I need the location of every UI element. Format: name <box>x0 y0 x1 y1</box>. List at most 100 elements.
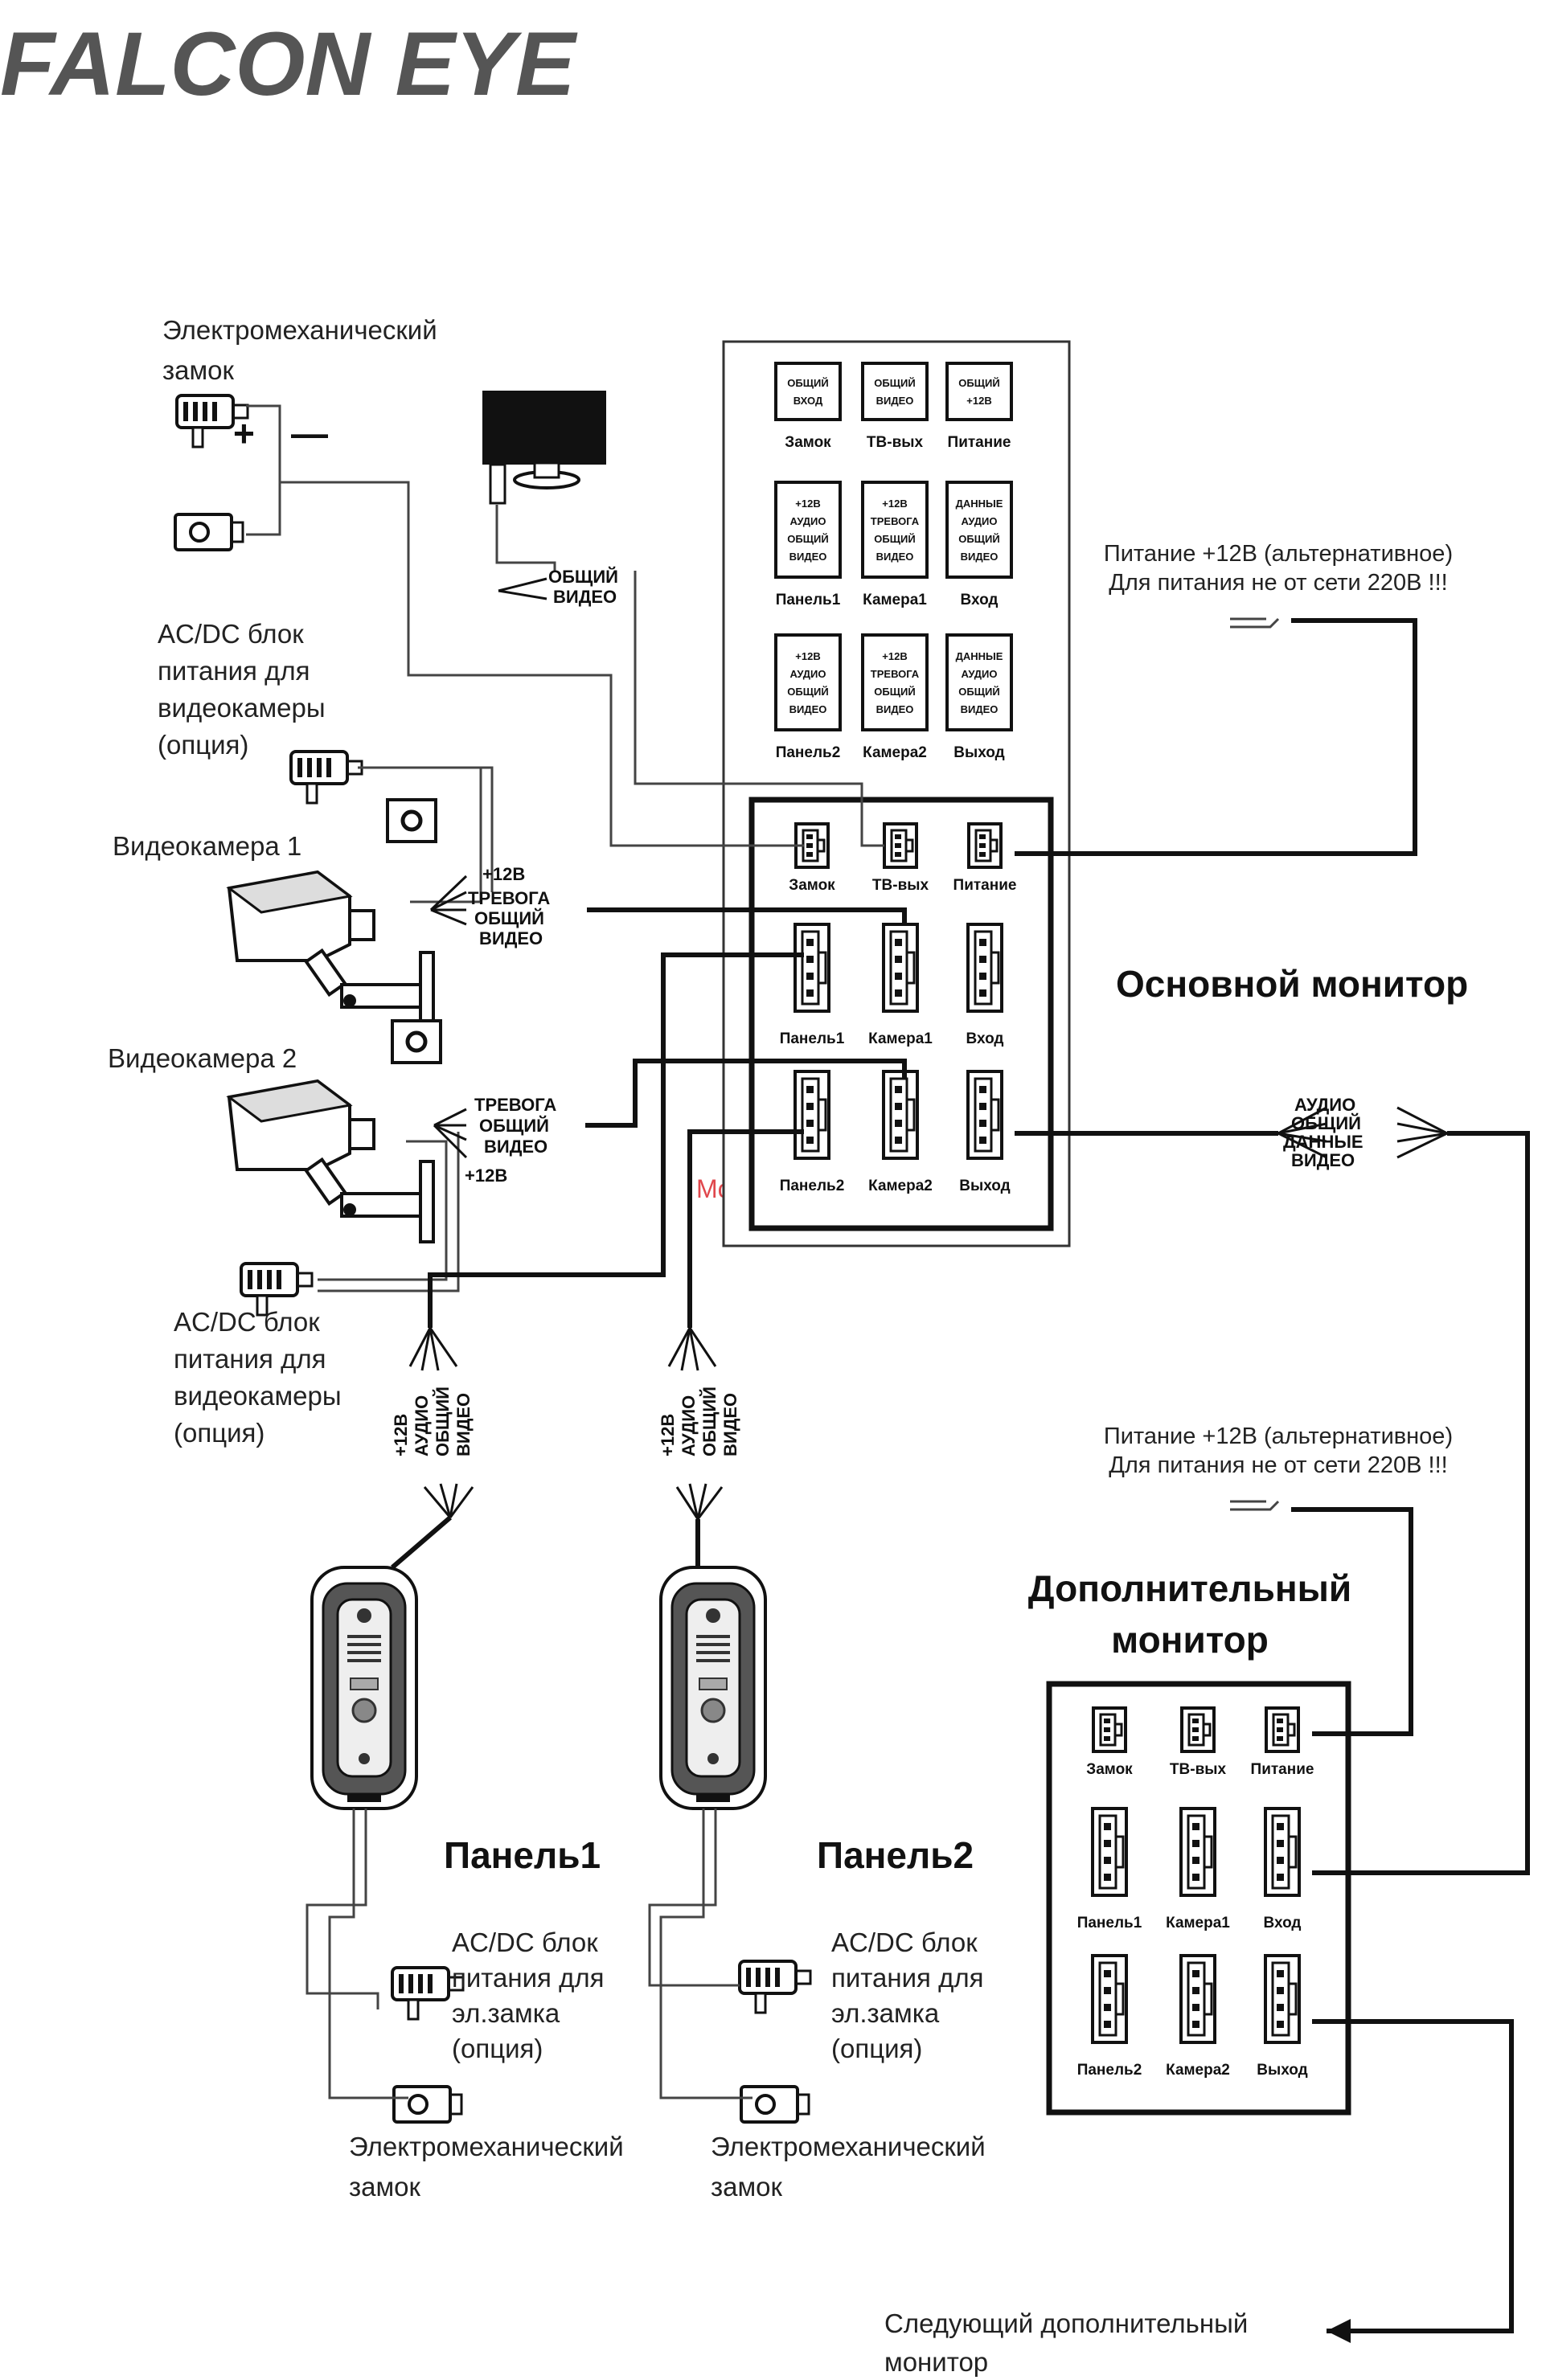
panel1-lock-psu-label: AC/DC блок <box>452 1927 598 1957</box>
main-monitor-port-label: Панель1 <box>780 1030 845 1047</box>
svg-text:+12В: +12В <box>391 1414 411 1456</box>
pin-legend-pin: ТРЕВОГА <box>871 668 920 680</box>
svg-text:ОБЩИЙ: ОБЩИЙ <box>548 567 618 587</box>
svg-text:АУДИО: АУДИО <box>412 1395 432 1456</box>
main-monitor-port-label: Камера1 <box>868 1030 933 1047</box>
tv-monitor-icon <box>482 391 606 505</box>
svg-text:ВИДЕО: ВИДЕО <box>1291 1150 1355 1170</box>
pin-legend-box <box>861 481 929 579</box>
extra-monitor-port-label: Панель1 <box>1077 1915 1142 1931</box>
svg-text:ВИДЕО: ВИДЕО <box>479 928 543 948</box>
extra-monitor-port <box>1092 1706 1127 1753</box>
pin-legend-box <box>774 362 842 421</box>
svg-text:+12В: +12В <box>482 864 525 884</box>
svg-text:ТРЕВОГА: ТРЕВОГА <box>474 1095 556 1115</box>
main-monitor-connector-frame <box>748 797 1054 1231</box>
panel1-lock-psu-label: питания для <box>452 1963 604 1993</box>
pin-legend-pin: ОБЩИЙ <box>958 377 999 389</box>
pin-legend-pin: ОБЩИЙ <box>874 377 915 389</box>
camera1-icon <box>228 870 435 1034</box>
svg-text:АУДИО: АУДИО <box>1294 1095 1355 1115</box>
panel1-lock-icon <box>392 2085 463 2124</box>
lock-top-icon <box>174 513 244 551</box>
extra-monitor-port <box>1179 1807 1216 1897</box>
main-monitor-port <box>882 923 919 1013</box>
pin-legend-pin: ВИДЕО <box>789 703 827 715</box>
brand-logo: FALCON EYE <box>0 14 578 114</box>
pin-legend-pin: ВИДЕО <box>789 551 827 563</box>
extra-monitor-port-label: ТВ-вых <box>1170 1761 1227 1778</box>
panel2-lock-psu-label: AC/DC блок <box>831 1927 978 1957</box>
panel2-icon <box>659 1566 767 1810</box>
panel2-lock-icon <box>740 2085 810 2124</box>
panel1-title: Панель1 <box>444 1834 601 1876</box>
pin-legend-box <box>945 481 1013 579</box>
svg-text:ОБЩИЙ: ОБЩИЙ <box>699 1387 720 1456</box>
panel2-title: Панель2 <box>817 1834 974 1876</box>
alt-power-label: Питание +12В (альтернативное) <box>1104 1423 1453 1449</box>
panel1-icon <box>310 1566 418 1810</box>
wire-labels: + — ОБЩИЙ ВИДЕО +12В ТРЕВОГА ОБЩИЙ ВИДЕО… <box>233 412 1364 1456</box>
pin-legend-pin: ВИДЕО <box>961 551 999 563</box>
panel1-lock-label: Электромеханический <box>349 2132 624 2161</box>
pin-legend-name: Вход <box>961 592 999 608</box>
panel2-lock-psu-label: эл.замка <box>831 1998 940 2028</box>
extra-monitor-port-label: Замок <box>1086 1761 1133 1778</box>
pin-legend-pin: ВИДЕО <box>876 395 914 407</box>
svg-text:+12В: +12В <box>465 1165 507 1186</box>
extra-monitor-connector-frame <box>1046 1681 1351 2116</box>
pin-legend-pin: ВИДЕО <box>961 703 999 715</box>
main-monitor-port-label: ТВ-вых <box>872 877 929 894</box>
cam2-psu-label: питания для <box>174 1344 326 1374</box>
pin-legend-pin: АУДИО <box>961 668 997 680</box>
main-monitor-port <box>967 822 1003 869</box>
main-monitor-port-label: Панель2 <box>780 1178 845 1194</box>
main-monitor-port-label: Выход <box>959 1178 1010 1194</box>
extra-monitor-title: Дополнительный <box>1028 1567 1351 1609</box>
pin-legend-pin: ОБЩИЙ <box>958 686 999 698</box>
main-monitor-port <box>794 1070 830 1160</box>
pin-legend-box <box>774 481 842 579</box>
pin-legend-pin: ТРЕВОГА <box>871 515 920 527</box>
cam1-psu-plug <box>289 750 363 805</box>
panel1-lock-psu-label: эл.замка <box>452 1998 560 2028</box>
main-monitor-port <box>882 1070 919 1160</box>
panel1-lock-psu-label: (опция) <box>452 2034 543 2063</box>
main-monitor-port-label: Замок <box>789 877 835 894</box>
wire-fanouts <box>408 577 1448 1520</box>
pin-legend-name: Замок <box>785 434 831 451</box>
pin-legend-box <box>861 633 929 731</box>
pin-legend-pin: +12В <box>795 498 820 510</box>
pin-legend-pin: АУДИО <box>789 668 826 680</box>
extra-monitor-port-label: Панель2 <box>1077 2062 1142 2079</box>
pin-legend-box <box>945 362 1013 421</box>
cam2-psu-label: видеокамеры <box>174 1381 342 1411</box>
pin-legend-box <box>774 633 842 731</box>
extra-monitor-port <box>1091 1954 1128 2044</box>
panel2-lock-label: Электромеханический <box>711 2132 986 2161</box>
cam1-psu-label: питания для <box>158 656 310 686</box>
pin-legend-pin: ОБЩИЙ <box>874 533 915 545</box>
pin-legend-pin: ВИДЕО <box>876 703 914 715</box>
main-monitor-port-label: Камера2 <box>868 1178 933 1194</box>
extra-monitor-port <box>1180 1706 1216 1753</box>
panel2-lock-label: замок <box>711 2172 783 2202</box>
cam1-psu-label: (опция) <box>158 730 248 760</box>
pin-legend-name: Питание <box>948 434 1011 451</box>
next-monitor-label: монитор <box>884 2347 988 2377</box>
camera1-label: Видеокамера 1 <box>113 831 301 861</box>
pin-legend-name: Панель1 <box>776 592 841 608</box>
pin-legend-name: Камера1 <box>863 592 927 608</box>
pin-legend-pin: АУДИО <box>961 515 997 527</box>
svg-text:ОБЩИЙ: ОБЩИЙ <box>433 1387 453 1456</box>
thin-wires <box>246 404 1280 2099</box>
thick-wires <box>391 618 1530 2333</box>
svg-text:ВИДЕО: ВИДЕО <box>553 587 617 607</box>
svg-text:ОБЩИЙ: ОБЩИЙ <box>479 1116 549 1136</box>
extra-monitor-port-label: Вход <box>1264 1915 1302 1931</box>
pin-legend-pin: ОБЩИЙ <box>787 686 828 698</box>
extra-monitor-port <box>1264 1954 1301 2044</box>
cam2-psu-label: (опция) <box>174 1418 265 1448</box>
